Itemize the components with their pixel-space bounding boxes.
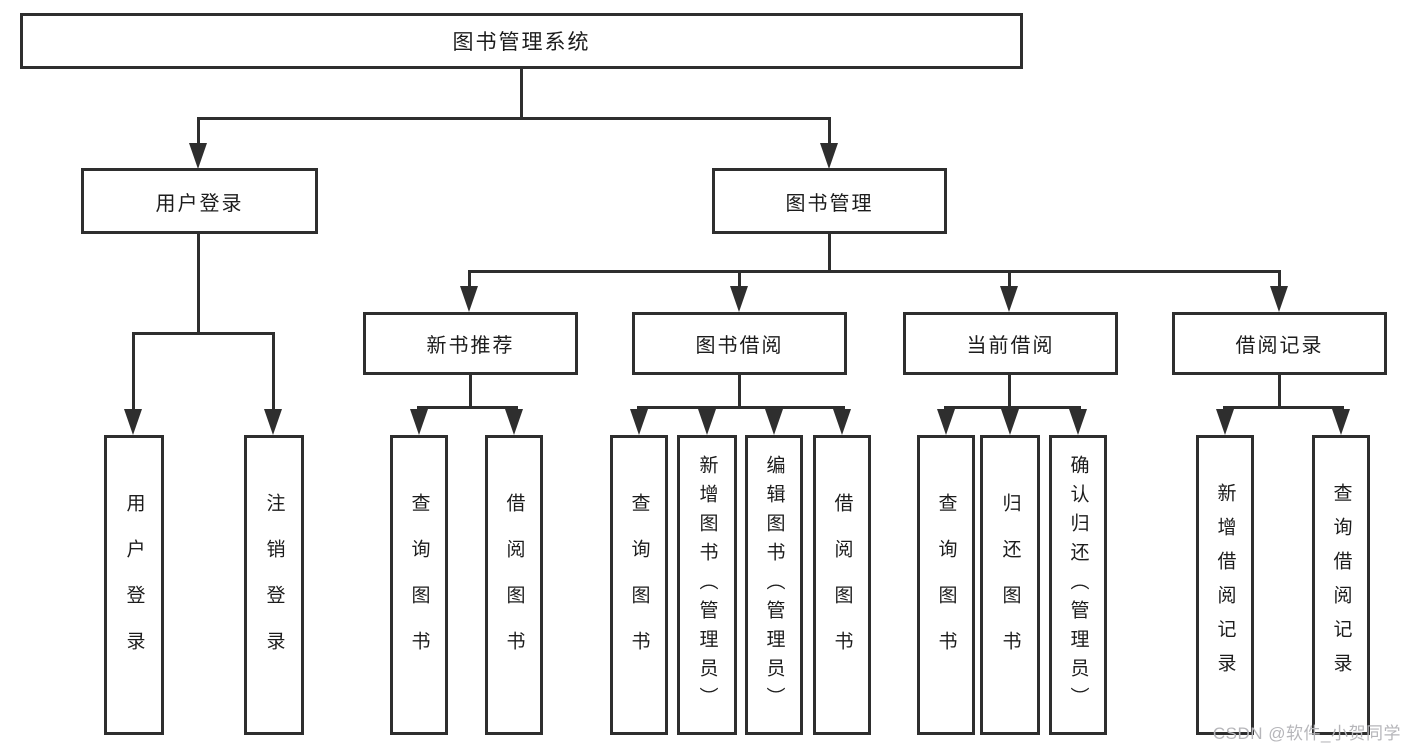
leaf-newbook-borrow-book-label: 借阅图书	[503, 493, 525, 677]
connector-line	[272, 332, 275, 410]
arrow-down-icon	[410, 409, 428, 435]
leaf-borrow-query-book: 查询图书	[610, 435, 668, 735]
leaf-borrow-borrow-book: 借阅图书	[813, 435, 871, 735]
connector-line	[469, 375, 472, 408]
leaf-logout-label: 注销登录	[263, 493, 285, 677]
node-root-system: 图书管理系统	[20, 13, 1023, 69]
arrow-down-icon	[189, 143, 207, 169]
node-user-login: 用户登录	[81, 168, 318, 234]
leaf-borrow-add-book-admin: 新增图书（管理员）	[677, 435, 737, 735]
leaf-borrow-edit-book-admin: 编辑图书（管理员）	[745, 435, 803, 735]
connector-line	[197, 117, 200, 145]
leaf-current-return-book-label: 归还图书	[999, 493, 1021, 677]
arrow-down-icon	[937, 409, 955, 435]
arrow-down-icon	[833, 409, 851, 435]
connector-line	[197, 234, 200, 334]
arrow-down-icon	[1216, 409, 1234, 435]
arrow-down-icon	[1069, 409, 1087, 435]
connector-line	[520, 69, 523, 119]
leaf-current-confirm-return-admin: 确认归还（管理员）	[1049, 435, 1107, 735]
connector-line	[738, 375, 741, 408]
leaf-logout: 注销登录	[244, 435, 304, 735]
arrow-down-icon	[1270, 286, 1288, 312]
connector-line	[468, 270, 1281, 273]
leaf-borrow-add-book-admin-label: 新增图书（管理员）	[696, 454, 718, 716]
leaf-newbook-borrow-book: 借阅图书	[485, 435, 543, 735]
arrow-down-icon	[505, 409, 523, 435]
arrow-down-icon	[730, 286, 748, 312]
leaf-record-query-record: 查询借阅记录	[1312, 435, 1370, 735]
connector-line	[637, 406, 845, 409]
leaf-current-return-book: 归还图书	[980, 435, 1040, 735]
leaf-borrow-edit-book-admin-label: 编辑图书（管理员）	[763, 454, 785, 716]
leaf-newbook-query-book: 查询图书	[390, 435, 448, 735]
leaf-current-confirm-return-admin-label: 确认归还（管理员）	[1067, 454, 1089, 716]
arrow-down-icon	[1332, 409, 1350, 435]
watermark: CSDN @软件_小贺同学	[1212, 724, 1401, 743]
connector-line	[197, 117, 831, 120]
leaf-current-query-book-label: 查询图书	[935, 493, 957, 677]
arrow-down-icon	[124, 409, 142, 435]
node-new-book-recommend: 新书推荐	[363, 312, 578, 375]
node-book-management-label: 图书管理	[785, 192, 874, 215]
node-current-borrow-label: 当前借阅	[966, 335, 1055, 357]
arrow-down-icon	[820, 143, 838, 169]
connector-line	[132, 332, 135, 410]
connector-line	[1008, 375, 1011, 408]
leaf-borrow-query-book-label: 查询图书	[628, 493, 650, 677]
connector-line	[1008, 270, 1011, 288]
node-borrow-record-label: 借阅记录	[1235, 335, 1324, 357]
node-borrow-record: 借阅记录	[1172, 312, 1387, 375]
leaf-record-add-record-label: 新增借阅记录	[1214, 483, 1236, 687]
arrow-down-icon	[630, 409, 648, 435]
arrow-down-icon	[460, 286, 478, 312]
arrow-down-icon	[698, 409, 716, 435]
arrow-down-icon	[264, 409, 282, 435]
connector-line	[828, 117, 831, 145]
node-book-borrow: 图书借阅	[632, 312, 847, 375]
connector-line	[468, 270, 471, 288]
connector-line	[944, 406, 1081, 409]
node-user-login-label: 用户登录	[155, 192, 244, 215]
node-current-borrow: 当前借阅	[903, 312, 1118, 375]
connector-line	[828, 234, 831, 272]
leaf-current-query-book: 查询图书	[917, 435, 975, 735]
connector-line	[738, 270, 741, 288]
leaf-user-login: 用户登录	[104, 435, 164, 735]
arrow-down-icon	[765, 409, 783, 435]
node-book-management: 图书管理	[712, 168, 947, 234]
connector-line	[1278, 270, 1281, 288]
node-new-book-recommend-label: 新书推荐	[426, 335, 515, 357]
leaf-record-query-record-label: 查询借阅记录	[1330, 483, 1352, 687]
leaf-newbook-query-book-label: 查询图书	[408, 493, 430, 677]
node-root-label: 图书管理系统	[452, 31, 591, 54]
arrow-down-icon	[1000, 286, 1018, 312]
leaf-user-login-label: 用户登录	[123, 493, 145, 677]
leaf-borrow-borrow-book-label: 借阅图书	[831, 493, 853, 677]
arrow-down-icon	[1001, 409, 1019, 435]
connector-line	[1223, 406, 1344, 409]
leaf-record-add-record: 新增借阅记录	[1196, 435, 1254, 735]
node-book-borrow-label: 图书借阅	[695, 335, 784, 357]
connector-line	[132, 332, 275, 335]
connector-line	[417, 406, 518, 409]
connector-line	[1278, 375, 1281, 408]
